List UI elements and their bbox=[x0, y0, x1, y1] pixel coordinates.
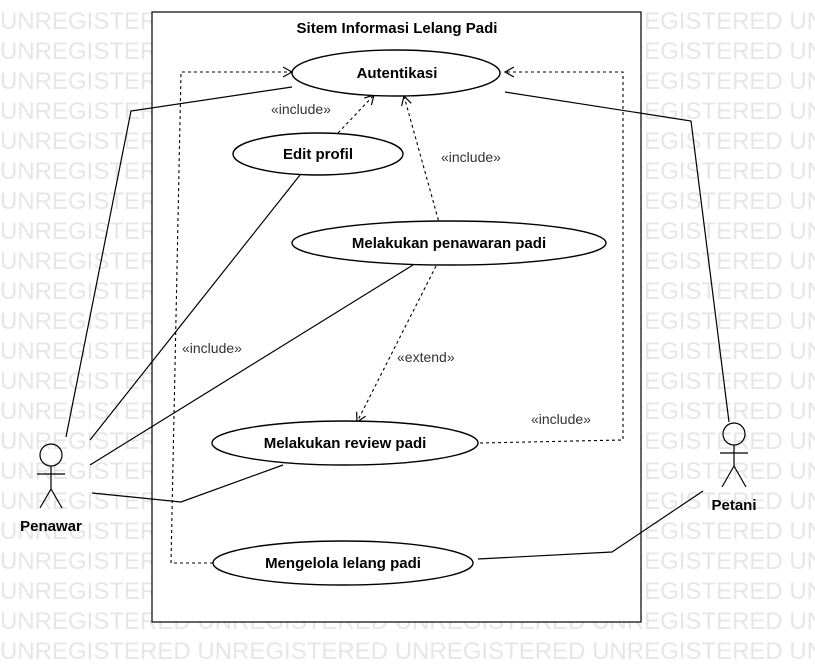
system-title: Sitem Informasi Lelang Padi bbox=[297, 20, 498, 37]
actor-petani[interactable]: Petani bbox=[711, 422, 757, 514]
use-case-edit-profil-label: Edit profil bbox=[283, 146, 353, 163]
use-case-autentikasi-label: Autentikasi bbox=[357, 65, 438, 82]
actor-petani-label: Petani bbox=[711, 497, 756, 514]
include-mengelola-autentikasi bbox=[170, 66, 294, 564]
assoc-penawar-autentikasi bbox=[65, 86, 293, 438]
include-review-autentikasi bbox=[479, 66, 624, 444]
label-include-penawaran: «include» bbox=[441, 149, 501, 165]
watermark-row: UNREGISTERED UNREGISTERED UNREGISTERED U… bbox=[0, 638, 815, 665]
assoc-penawar-edit-profil bbox=[89, 174, 301, 441]
use-case-autentikasi[interactable]: Autentikasi bbox=[291, 49, 501, 97]
assoc-petani-mengelola bbox=[477, 490, 704, 560]
actor-penawar[interactable]: Penawar bbox=[20, 443, 82, 535]
dependencies bbox=[170, 66, 624, 564]
use-case-penawaran[interactable]: Melakukan penawaran padi bbox=[291, 220, 607, 266]
assoc-penawar-penawaran bbox=[89, 264, 414, 466]
label-include-left: «include» bbox=[182, 340, 242, 356]
associations bbox=[65, 86, 730, 560]
label-extend: «extend» bbox=[397, 349, 455, 365]
include-edit-autentikasi bbox=[337, 94, 375, 134]
watermark-row: UNREGISTERED UNREGISTERED UNREGISTERED U… bbox=[0, 668, 815, 672]
use-case-review[interactable]: Melakukan review padi bbox=[211, 420, 479, 466]
actor-penawar-label: Penawar bbox=[20, 518, 82, 535]
include-penawaran-autentikasi bbox=[401, 94, 441, 227]
assoc-penawar-review bbox=[91, 464, 284, 503]
label-include-edit: «include» bbox=[271, 101, 331, 117]
label-include-right: «include» bbox=[531, 411, 591, 427]
system-boundary bbox=[151, 11, 642, 623]
extend-review-penawaran bbox=[356, 265, 437, 424]
use-case-mengelola-label: Mengelola lelang padi bbox=[265, 555, 421, 572]
use-case-edit-profil[interactable]: Edit profil bbox=[232, 132, 404, 176]
use-case-mengelola[interactable]: Mengelola lelang padi bbox=[212, 540, 474, 586]
use-case-penawaran-label: Melakukan penawaran padi bbox=[352, 235, 546, 252]
use-case-review-label: Melakukan review padi bbox=[264, 435, 427, 452]
assoc-petani-autentikasi bbox=[504, 91, 730, 423]
